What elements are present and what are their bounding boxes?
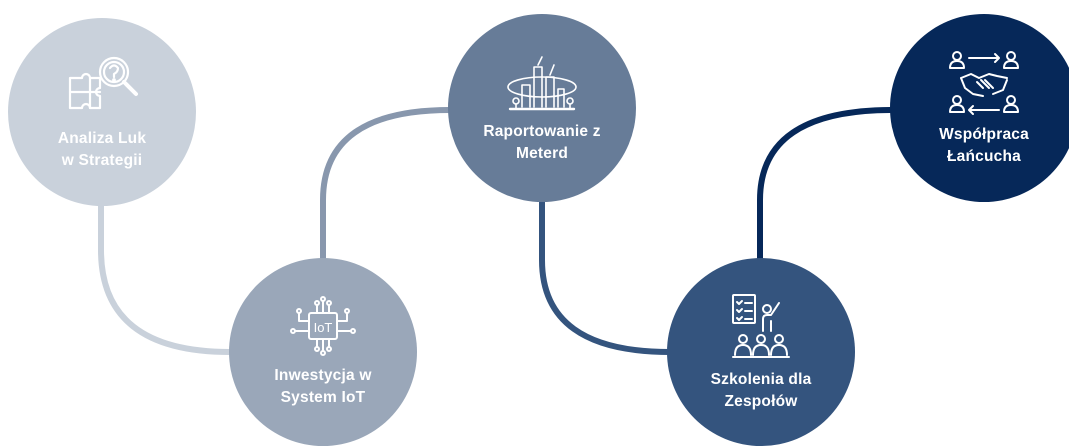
node-wspolpraca: Współpraca Łańcucha — [890, 14, 1069, 202]
node-inwestycja-iot: IoT Inwestycja w System IoT — [229, 258, 417, 446]
svg-text:IoT: IoT — [314, 320, 333, 335]
city-report-icon — [507, 56, 577, 111]
node-analiza-luk: Analiza Luk w Strategii — [8, 18, 196, 206]
node-raportowanie: Raportowanie z Meterd — [448, 14, 636, 202]
connector-1-2 — [98, 203, 233, 355]
connector-3-4 — [539, 197, 673, 355]
node-label: Raportowanie z Meterd — [483, 123, 601, 162]
handshake-cycle-icon — [949, 51, 1019, 115]
connector-2-3 — [320, 107, 453, 263]
node-label: Analiza Luk w Strategii — [57, 130, 147, 169]
iot-chip-icon: IoT — [290, 296, 356, 356]
training-presenter-icon — [732, 294, 790, 358]
connector-4-5 — [757, 107, 895, 265]
node-label: Szkolenia dla Zespołów — [710, 371, 812, 410]
node-label: Inwestycja w System IoT — [274, 367, 372, 406]
node-szkolenia: Szkolenia dla Zespołów — [667, 258, 855, 446]
puzzle-magnifier-icon — [68, 56, 138, 110]
node-label: Współpraca Łańcucha — [939, 126, 1029, 165]
